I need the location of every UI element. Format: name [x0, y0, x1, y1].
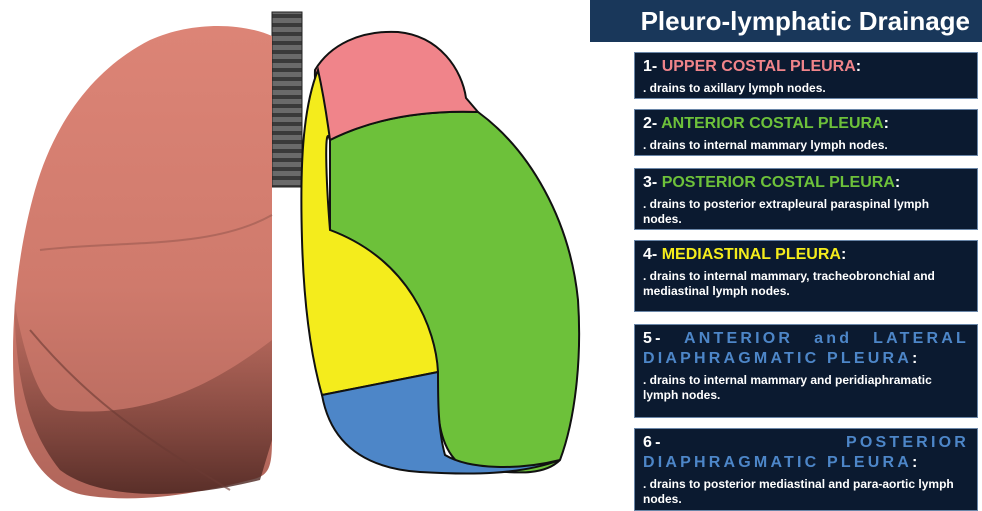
drainage-card-2: 2- ANTERIOR COSTAL PLEURA: . drains to i…: [634, 109, 978, 156]
item-number: 3-: [643, 174, 657, 191]
right-lung: [13, 26, 272, 498]
item-number: 6-: [643, 434, 664, 451]
item-suffix: :: [912, 454, 921, 471]
pleura-name: UPPER COSTAL PLEURA: [662, 58, 856, 75]
item-number: 4-: [643, 246, 657, 263]
item-number: 5-: [643, 330, 664, 347]
pleura-name: ANTERIOR COSTAL PLEURA: [661, 115, 884, 132]
item-number: 1-: [643, 58, 657, 75]
lung-illustration: [0, 0, 600, 511]
drainage-card-3: 3- POSTERIOR COSTAL PLEURA: . drains to …: [634, 168, 978, 230]
drainage-text: . drains to internal mammary lymph nodes…: [643, 138, 969, 153]
item-suffix: :: [912, 350, 921, 367]
page-title: Pleuro-lymphatic Drainage: [590, 0, 982, 42]
drainage-text: . drains to axillary lymph nodes.: [643, 81, 969, 96]
drainage-card-5: 5- ANTERIOR and LATERAL DIAPHRAGMATIC PL…: [634, 324, 978, 418]
trachea: [272, 12, 302, 187]
item-suffix: :: [884, 115, 889, 132]
drainage-card-6: 6- POSTERIOR DIAPHRAGMATIC PLEURA: . dra…: [634, 428, 978, 511]
item-suffix: :: [895, 174, 900, 191]
drainage-text: . drains to posterior mediastinal and pa…: [643, 477, 969, 507]
item-number: 2-: [643, 115, 657, 132]
item-suffix: :: [856, 58, 861, 75]
drainage-text: . drains to posterior extrapleural paras…: [643, 197, 969, 227]
drainage-card-1: 1- UPPER COSTAL PLEURA: . drains to axil…: [634, 52, 978, 99]
drainage-card-4: 4- MEDIASTINAL PLEURA: . drains to inter…: [634, 240, 978, 312]
pleura-name: POSTERIOR COSTAL PLEURA: [662, 174, 895, 191]
drainage-text: . drains to internal mammary and peridia…: [643, 373, 969, 403]
drainage-text: . drains to internal mammary, tracheobro…: [643, 269, 969, 299]
item-suffix: :: [841, 246, 846, 263]
left-lung: [301, 32, 579, 474]
pleura-name: MEDIASTINAL PLEURA: [662, 246, 841, 263]
